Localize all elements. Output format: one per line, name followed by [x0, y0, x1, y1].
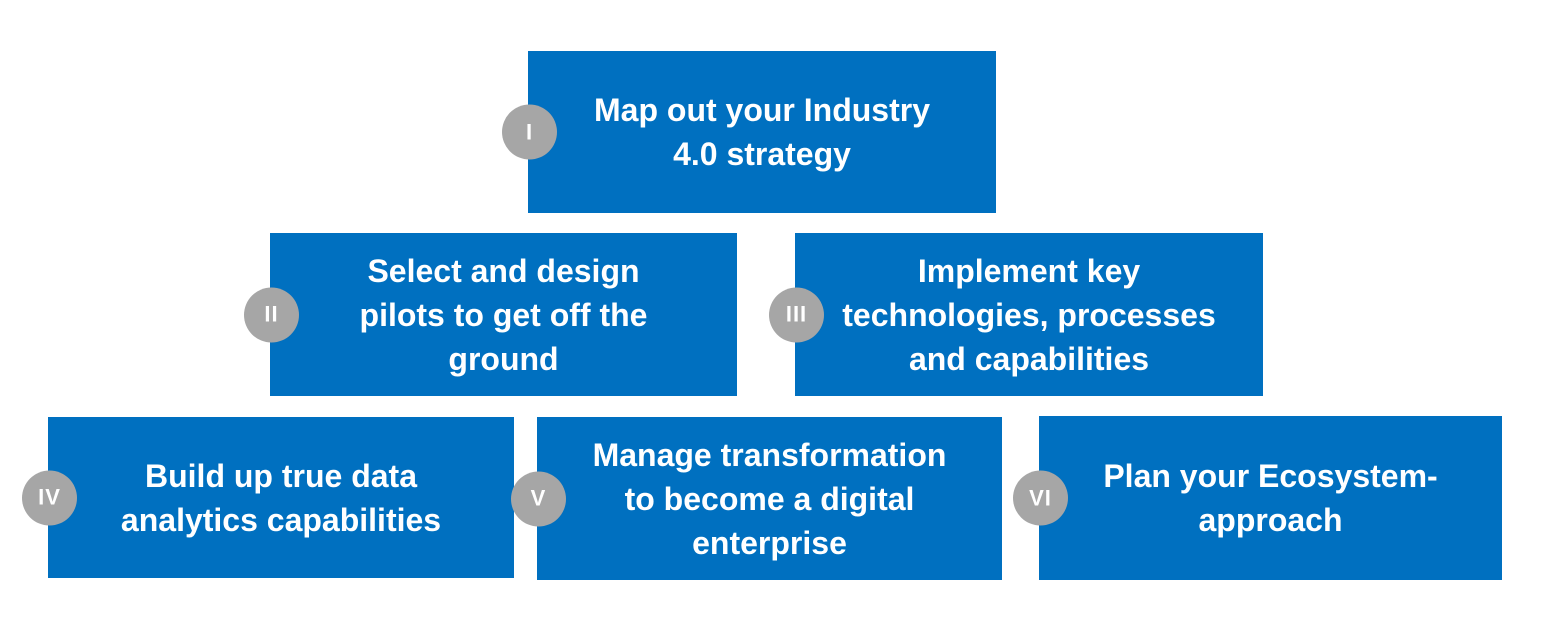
- step-numeral: III: [785, 301, 808, 327]
- step-label: Build up true data analytics capabilitie…: [120, 457, 442, 538]
- step-1-numeral-badge: I: [502, 104, 557, 160]
- step-6-numeral-badge: VI: [1013, 470, 1068, 526]
- step-numeral: VI: [1029, 485, 1052, 510]
- step-5-numeral-badge: V: [511, 471, 566, 526]
- step-label: Implement key technologies, processes an…: [842, 252, 1216, 377]
- step-box-1: I Map out your Industry 4.0 strategy: [502, 51, 996, 213]
- step-box-3: III Implement key technologies, processe…: [769, 233, 1263, 396]
- step-3-numeral-badge: III: [769, 287, 824, 342]
- step-box-4: IV Build up true data analytics capabili…: [22, 417, 514, 578]
- step-numeral: II: [264, 301, 279, 327]
- step-numeral: I: [525, 119, 534, 144]
- step-box-2: II Select and design pilots to get off t…: [244, 233, 737, 396]
- step-numeral: IV: [38, 484, 61, 510]
- step-label: Map out your Industry 4.0 strategy: [594, 92, 930, 172]
- step-box-6: VI Plan your Ecosystem- approach: [1013, 416, 1502, 580]
- step-label: Plan your Ecosystem- approach: [1103, 458, 1438, 538]
- step-numeral: V: [530, 485, 547, 511]
- step-4-numeral-badge: IV: [22, 470, 77, 525]
- step-2-numeral-badge: II: [244, 287, 299, 342]
- step-label: Select and design pilots to get off the …: [359, 252, 648, 377]
- step-box-5: V Manage transformation to become a digi…: [511, 417, 1002, 580]
- step-label: Manage transformation to become a digita…: [592, 436, 947, 561]
